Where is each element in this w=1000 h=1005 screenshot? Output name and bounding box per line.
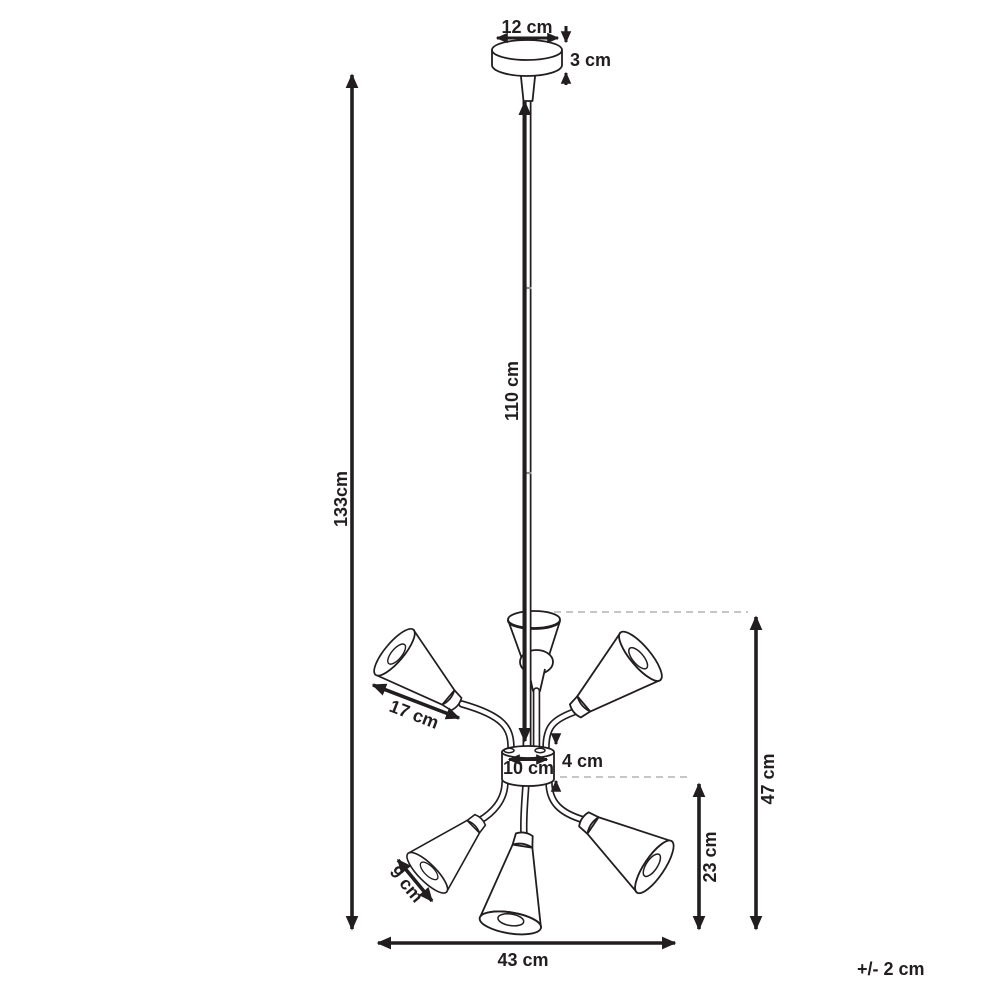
- lower-cluster-height-label: 23 cm: [700, 831, 720, 882]
- arm-lower-right: [545, 778, 588, 824]
- hub-collar-left: [503, 747, 515, 754]
- hub-height-label: 4 cm: [562, 751, 603, 771]
- arm-upper-right: [542, 708, 578, 752]
- shade-cluster-height-label: 47 cm: [758, 753, 778, 804]
- tolerance-note: +/- 2 cm: [857, 959, 925, 979]
- hub-collar-right: [534, 747, 546, 754]
- dim-hub-diameter: 10 cm: [503, 754, 554, 778]
- dim-fixture-width: 43 cm: [376, 936, 677, 970]
- canopy-width-label: 12 cm: [501, 17, 552, 37]
- dim-canopy-height: 3 cm: [560, 26, 611, 85]
- arm-lower-left: [475, 778, 509, 825]
- fixture-width-label: 43 cm: [497, 950, 548, 970]
- canopy-height-label: 3 cm: [570, 50, 611, 70]
- arm-lower-center: [520, 779, 530, 839]
- overall-height-label: 133cm: [331, 471, 351, 527]
- shade-lower-center: [477, 826, 557, 940]
- hub-diameter-label: 10 cm: [503, 758, 554, 778]
- dim-canopy-width: 12 cm: [495, 17, 560, 44]
- dim-shade-cluster-height: 47 cm: [749, 615, 778, 931]
- rod-length-label: 110 cm: [502, 361, 522, 421]
- dim-lower-cluster-height: 23 cm: [692, 782, 720, 931]
- arm-upper-left: [458, 700, 515, 752]
- dim-overall-height: 133cm: [331, 73, 359, 931]
- shade-upper-right: [552, 625, 669, 737]
- dim-hub-height: 4 cm: [550, 733, 603, 792]
- ceiling-canopy: [491, 39, 563, 102]
- dim-rod-length: 110 cm: [502, 100, 532, 743]
- shade-lower-right: [563, 791, 681, 900]
